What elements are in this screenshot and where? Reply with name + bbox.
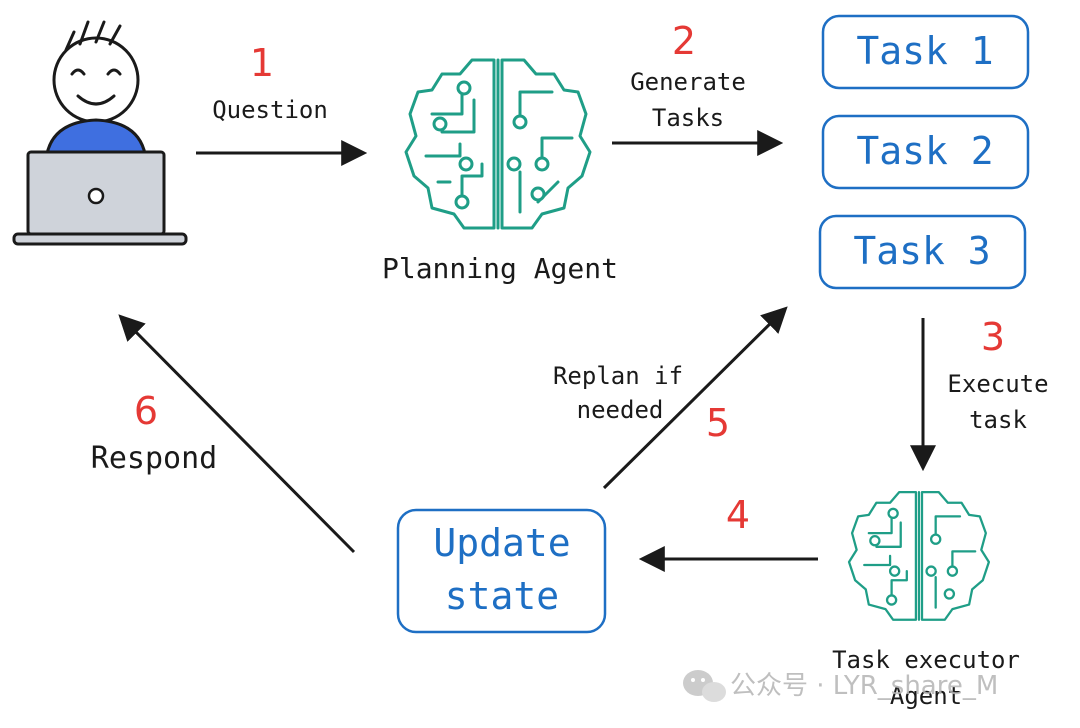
update-state-line1: Update [433,521,570,565]
task-2-label: Task 2 [856,129,993,173]
step-2-label-line1: Generate [630,68,746,96]
step-4-number: 4 [726,493,750,537]
step-1-number: 1 [250,41,274,85]
task-3-label: Task 3 [853,229,990,273]
planning-agent-brain-icon [404,58,592,230]
step-3-number: 3 [981,315,1005,359]
watermark-text: 公众号 · LYR_share_M [730,671,998,701]
step-5-label-line2: needed [577,396,664,424]
task-1-label: Task 1 [856,29,993,73]
task-box-1: Task 1 [821,14,1030,90]
user-at-laptop-icon [12,20,188,246]
task-box-3: Task 3 [818,214,1027,290]
step-6-label: Respond [91,441,217,476]
step-3-label-line1: Execute [947,370,1048,398]
step-5-number: 5 [706,401,730,445]
task-executor-label-line2: Agent [890,682,962,710]
wechat-icon [683,670,726,702]
arrow-replan [602,306,788,490]
step-2-label-line2: Tasks [652,104,724,132]
step-1-label: Question [212,96,328,124]
update-state-line2: state [445,574,559,618]
update-state-box: Update state [396,508,607,634]
step-6-number: 6 [134,389,158,433]
watermark: 公众号 · LYR_share_M [683,670,998,702]
step-2-number: 2 [672,19,696,63]
step-5-label-line1: Replan if [553,362,683,390]
task-executor-label-line1: Task executor [832,646,1020,674]
step-3-label-line2: task [969,406,1027,434]
arrow-respond [118,314,356,554]
task-box-2: Task 2 [821,114,1030,190]
task-executor-brain-icon [847,490,991,621]
planning-agent-label: Planning Agent [382,252,618,285]
